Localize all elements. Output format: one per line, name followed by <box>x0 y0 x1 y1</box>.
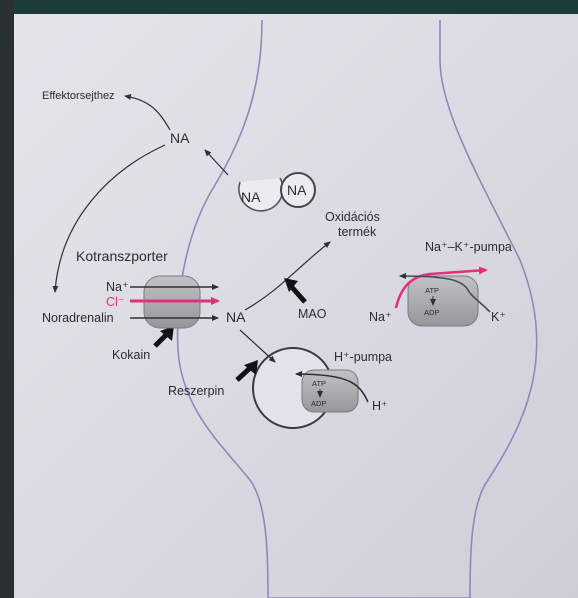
label-mao: MAO <box>298 307 327 321</box>
arrow-na-to-vesicle <box>240 330 275 362</box>
label-k-ion: K⁺ <box>491 310 506 324</box>
arrow-vesicle-to-na <box>205 150 228 175</box>
label-na-top: NA <box>170 130 190 146</box>
label-oxid-line2: termék <box>338 225 377 239</box>
kokain-inhibitor-arrow <box>155 334 167 346</box>
label-na-pump-in: Na⁺ <box>369 310 392 324</box>
label-na-center: NA <box>226 309 246 325</box>
arrow-na-to-effector <box>125 96 170 130</box>
label-adp-pump: ADP <box>424 308 439 317</box>
label-h-ion: H⁺ <box>372 399 388 413</box>
arrow-na-reuptake-loop <box>55 145 165 292</box>
label-na-fusing-vesicle: NA <box>241 189 261 205</box>
label-na-vesicle: NA <box>287 182 307 198</box>
label-reszerpin: Reszerpin <box>168 384 224 398</box>
arrow-na-to-oxidation <box>245 242 330 310</box>
label-atp-vesicle: ATP <box>312 379 326 388</box>
reszerpin-inhibitor-arrow <box>237 368 250 380</box>
label-effector: Effektorsejthez <box>42 90 115 102</box>
label-atp-pump: ATP <box>425 286 439 295</box>
label-kotranszporter: Kotranszporter <box>76 248 168 264</box>
label-cl-ion: Cl⁻ <box>106 295 124 309</box>
label-nak-pump: Na⁺–K⁺-pumpa <box>425 240 512 254</box>
label-noradrenalin: Noradrenalin <box>42 311 114 325</box>
label-oxid-line1: Oxidációs <box>325 210 380 224</box>
label-h-pump: H⁺-pumpa <box>334 350 392 364</box>
label-adp-vesicle: ADP <box>311 399 326 408</box>
label-na-ion: Na⁺ <box>106 280 129 294</box>
label-kokain: Kokain <box>112 348 150 362</box>
nak-pump-protein <box>408 276 478 326</box>
